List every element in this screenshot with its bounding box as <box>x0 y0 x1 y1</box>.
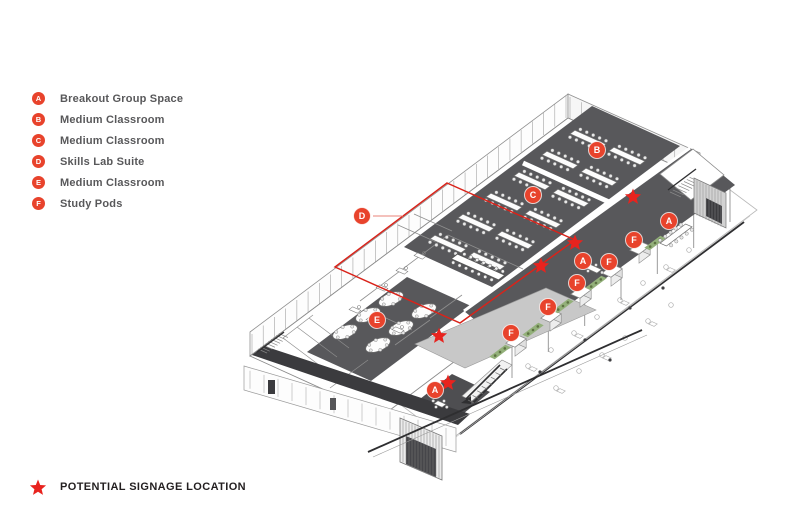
legend-item-e: E Medium Classroom <box>32 176 183 189</box>
svg-text:D: D <box>359 211 366 221</box>
legend-marker-d: D <box>32 155 45 168</box>
signage-label: POTENTIAL SIGNAGE LOCATION <box>60 481 246 493</box>
legend-label: Medium Classroom <box>60 176 165 189</box>
stair-west-rail <box>256 331 285 353</box>
plan-marker-f: F <box>568 274 586 292</box>
legend-marker-a: A <box>32 92 45 105</box>
svg-text:F: F <box>574 278 580 288</box>
legend-label: Medium Classroom <box>60 134 165 147</box>
svg-text:B: B <box>594 145 601 155</box>
svg-text:A: A <box>580 256 587 266</box>
classroom-e-floor <box>307 277 471 381</box>
legend-marker-e: E <box>32 176 45 189</box>
legend-item-c: C Medium Classroom <box>32 134 183 147</box>
stair-northeast <box>659 148 725 201</box>
study-pod <box>570 285 592 299</box>
signage-star <box>566 234 584 250</box>
plan-marker-f: F <box>625 231 643 249</box>
louver-stripes <box>402 420 440 478</box>
signage-star <box>532 257 550 273</box>
escalator <box>461 359 513 404</box>
svg-text:F: F <box>631 235 637 245</box>
legend-label: Medium Classroom <box>60 113 165 126</box>
svg-text:C: C <box>530 190 537 200</box>
plan-annotations: A A A B C D E F F F F F <box>333 141 678 399</box>
legend-item-f: F Study Pods <box>32 197 183 210</box>
plan-marker-a: A <box>426 381 444 399</box>
bc-divider-wall <box>521 160 611 205</box>
legend-item-d: D Skills Lab Suite <box>32 155 183 168</box>
plan-marker-a: A <box>574 252 592 270</box>
escalator-treads <box>467 367 507 404</box>
corridor-back-wall <box>463 146 691 313</box>
svg-text:F: F <box>606 257 612 267</box>
plan-marker-a: A <box>660 212 678 230</box>
svg-text:E: E <box>374 315 380 325</box>
study-pod <box>505 334 527 348</box>
svg-text:A: A <box>666 216 673 226</box>
signage-star <box>430 327 448 343</box>
furniture <box>332 127 694 409</box>
plan-marker-d: D <box>353 207 371 225</box>
legend-marker-c: C <box>32 134 45 147</box>
facade-louver-stripes <box>696 180 722 227</box>
legend-marker-b: B <box>32 113 45 126</box>
legend-item-a: A Breakout Group Space <box>32 92 183 105</box>
plan-marker-c: C <box>524 186 542 204</box>
plan-marker-f: F <box>539 298 557 316</box>
signage-star <box>624 188 642 204</box>
lower-door <box>330 398 336 410</box>
section-edge-thin <box>372 334 648 458</box>
lower-door <box>268 380 275 394</box>
legend-item-b: B Medium Classroom <box>32 113 183 126</box>
legend-marker-f: F <box>32 197 45 210</box>
lower-terrace-furniture <box>511 188 731 394</box>
study-pod <box>629 241 651 255</box>
signage-star <box>439 374 457 390</box>
signage-star-icon <box>29 479 47 495</box>
svg-text:A: A <box>432 385 439 395</box>
skills-lab-outline <box>333 182 577 324</box>
legend-label: Skills Lab Suite <box>60 155 145 168</box>
svg-text:F: F <box>545 302 551 312</box>
plan-marker-f: F <box>502 324 520 342</box>
service-area <box>282 314 369 389</box>
section-cut-band <box>252 346 470 425</box>
svg-text:F: F <box>508 328 514 338</box>
legend-label: Study Pods <box>60 197 123 210</box>
signage-legend: POTENTIAL SIGNAGE LOCATION <box>29 478 246 496</box>
conference-table <box>450 253 506 281</box>
section-edge <box>367 329 643 453</box>
plan-marker-e: E <box>368 311 386 329</box>
plan-marker-f: F <box>600 253 618 271</box>
plan-marker-b: B <box>588 141 606 159</box>
legend-label: Breakout Group Space <box>60 92 184 105</box>
